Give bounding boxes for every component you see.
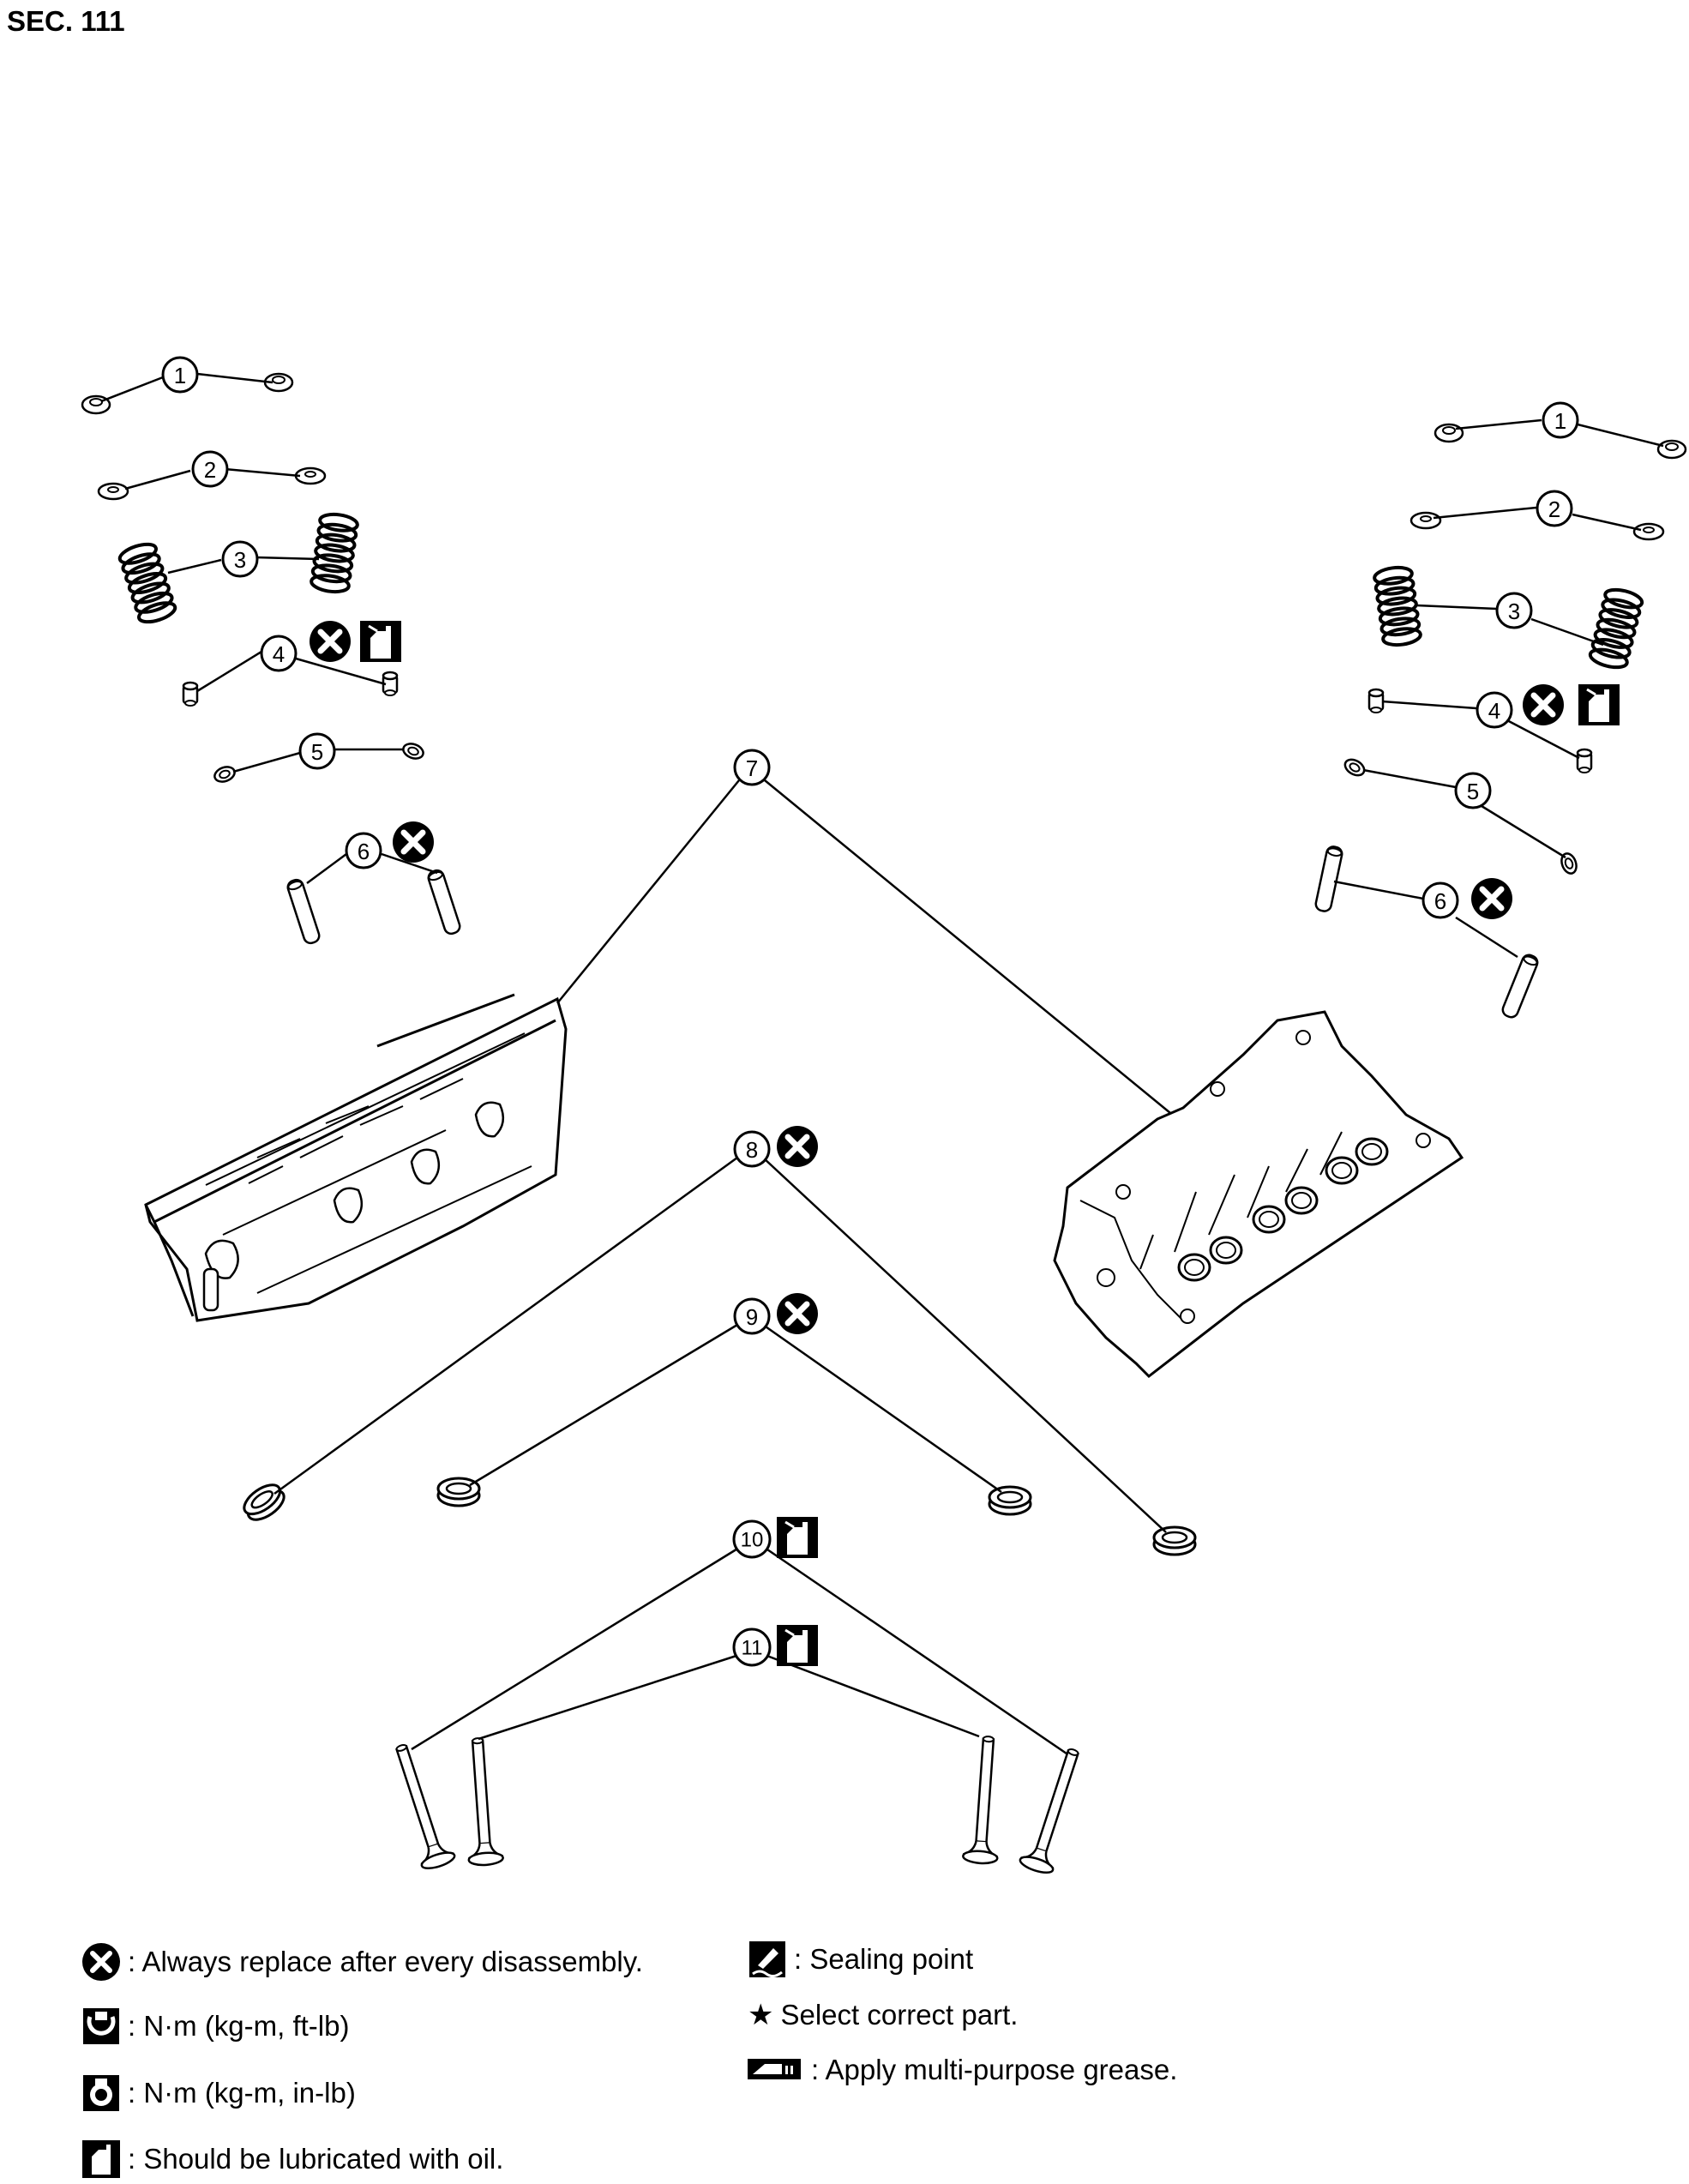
torque-wrench-filled-icon xyxy=(81,2073,121,2113)
callout-10: 10 xyxy=(741,1529,764,1552)
legend-torque-in-text: : N·m (kg-m, in-lb) xyxy=(128,2077,356,2109)
replace-symbol-9 xyxy=(777,1293,818,1334)
replace-symbol-8 xyxy=(777,1126,818,1167)
callout-right-4: 4 xyxy=(1488,698,1500,724)
exhaust-valve-left xyxy=(383,1739,458,1873)
right-spring-seat-pair xyxy=(1341,755,1580,877)
callout-9: 9 xyxy=(746,1304,758,1330)
legend-oil: : Should be lubricated with oil. xyxy=(81,2139,503,2179)
callout-7: 7 xyxy=(746,755,758,781)
intake-valve-left xyxy=(459,1736,505,1868)
grease-icon xyxy=(748,2057,804,2083)
legend-replace-text: : Always replace after every disassembly… xyxy=(128,1946,643,1977)
sealing-point-icon xyxy=(748,1940,787,1979)
legend-select-text: Select correct part. xyxy=(780,1999,1019,2031)
callout-left-4: 4 xyxy=(273,641,285,667)
callout-11: 11 xyxy=(742,1637,763,1660)
intake-valve-right xyxy=(961,1734,1007,1866)
section-label: SEC. 111 xyxy=(7,5,125,37)
callout-8: 8 xyxy=(746,1137,758,1163)
left-leader-lines xyxy=(100,372,438,885)
right-valve-guide-pair xyxy=(1313,844,1541,1020)
replace-symbol-right-6 xyxy=(1471,878,1512,919)
legend-sealing-text: : Sealing point xyxy=(794,1943,974,1975)
callout-right-5: 5 xyxy=(1467,779,1479,804)
torque-wrench-icon xyxy=(81,2007,121,2046)
oil-symbol-11 xyxy=(775,1623,820,1668)
legend-torque-in: : N·m (kg-m, in-lb) xyxy=(81,2073,356,2113)
oil-symbol-10 xyxy=(775,1515,820,1560)
ring-8-right xyxy=(1152,1525,1197,1556)
legend-grease-text: : Apply multi-purpose grease. xyxy=(811,2054,1178,2085)
replace-symbol-left-6 xyxy=(393,821,434,863)
callout-right-1: 1 xyxy=(1554,408,1566,434)
replace-symbol-right-4 xyxy=(1523,684,1564,725)
legend-grease: : Apply multi-purpose grease. xyxy=(748,2054,1177,2086)
right-leader-lines xyxy=(1333,418,1664,959)
callout-circles xyxy=(161,356,1579,1667)
left-cylinder-head xyxy=(144,993,568,1322)
star-icon: ★ xyxy=(748,1999,774,2031)
callout-left-6: 6 xyxy=(358,839,370,864)
legend-replace: : Always replace after every disassembly… xyxy=(81,1942,643,1982)
oil-symbol-right-4 xyxy=(1577,683,1621,727)
ring-9-right xyxy=(988,1485,1032,1516)
callout-left-5: 5 xyxy=(311,739,323,765)
oil-symbol-left-4 xyxy=(358,619,403,664)
oil-can-icon xyxy=(81,2139,121,2179)
replace-icon xyxy=(81,1942,121,1982)
replace-symbol-left-4 xyxy=(310,621,351,662)
callout-left-3: 3 xyxy=(234,547,246,573)
right-cylinder-head xyxy=(1053,1010,1464,1378)
legend-oil-text: : Should be lubricated with oil. xyxy=(128,2143,504,2175)
legend-sealing: : Sealing point xyxy=(748,1940,973,1979)
exhaust-valve-right xyxy=(1017,1743,1091,1877)
callout-left-2: 2 xyxy=(204,457,216,483)
legend-select-part: ★ Select correct part. xyxy=(748,1998,1018,2032)
callout-right-6: 6 xyxy=(1434,888,1446,914)
legend-torque-ft: : N·m (kg-m, ft-lb) xyxy=(81,2007,349,2046)
center-leader-lines xyxy=(273,779,1171,1755)
callout-right-2: 2 xyxy=(1548,496,1560,522)
callout-right-3: 3 xyxy=(1508,599,1520,624)
ring-8-left xyxy=(237,1477,291,1527)
callout-left-1: 1 xyxy=(174,363,186,388)
legend-torque-ft-text: : N·m (kg-m, ft-lb) xyxy=(128,2010,350,2042)
